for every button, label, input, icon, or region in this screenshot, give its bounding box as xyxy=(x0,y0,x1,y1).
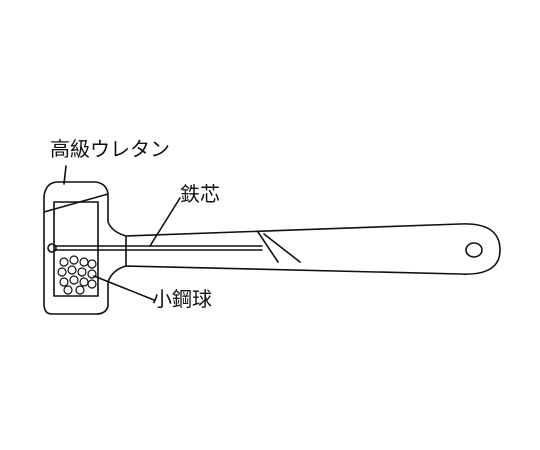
label-steel-balls: 小鋼球 xyxy=(152,287,212,311)
leader-steel-balls xyxy=(93,275,155,301)
grip-line-upper xyxy=(257,231,279,263)
iron-core-end xyxy=(47,243,57,253)
hang-hole xyxy=(465,242,483,258)
label-iron-core: 鉄芯 xyxy=(180,182,220,206)
steel-balls xyxy=(57,255,97,295)
leader-iron-core xyxy=(149,197,181,247)
handle-outline xyxy=(125,223,501,275)
grip-line-lower xyxy=(263,233,301,263)
ball-chamber xyxy=(53,201,99,297)
label-urethane: 高級ウレタン xyxy=(50,137,170,161)
urethane-seam xyxy=(43,193,109,213)
leader-urethane xyxy=(63,165,67,185)
